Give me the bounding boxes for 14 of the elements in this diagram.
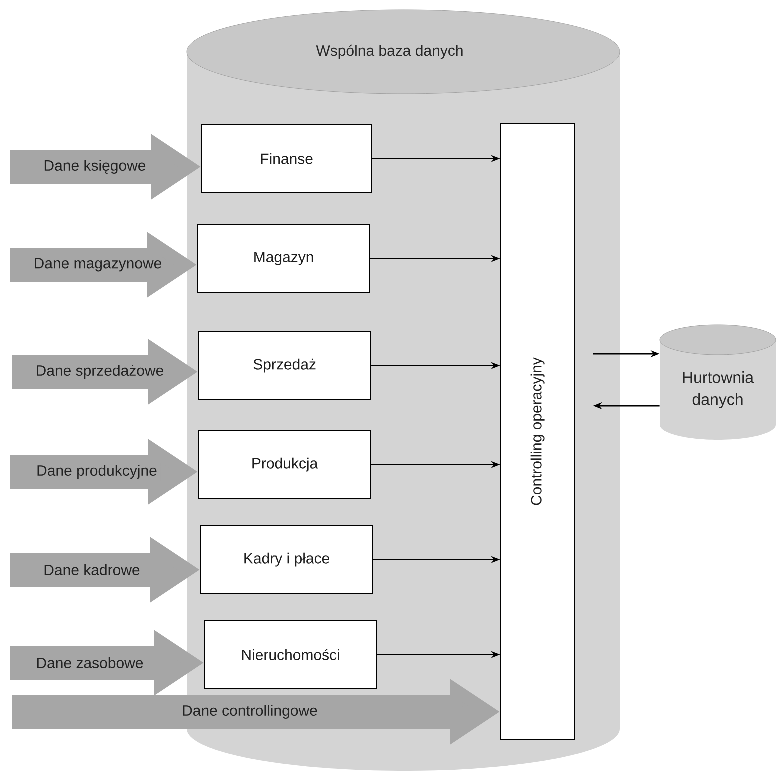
controlling-box: Controlling operacyjny xyxy=(500,123,576,740)
edge-label: Dane księgowe xyxy=(44,160,146,174)
edge-label: Dane magazynowe xyxy=(35,258,162,272)
module-box: Sprzedaż xyxy=(198,331,372,400)
module-box: Finanse xyxy=(201,124,372,194)
module-box: Produkcja xyxy=(198,430,372,500)
edge-label: Dane produkcyjne xyxy=(38,465,157,479)
edge-label: Dane zasobowe xyxy=(37,658,144,668)
warehouse-cylinder: Hurtownia danych xyxy=(660,324,776,440)
module-box: Magazyn xyxy=(197,224,370,294)
edge-label: Dane sprzedażowe xyxy=(37,365,164,379)
edge-label: Dane kadrowe xyxy=(44,564,140,576)
module-box: Nieruchomości xyxy=(204,620,378,690)
module-box: Kadry i płace xyxy=(200,525,374,594)
